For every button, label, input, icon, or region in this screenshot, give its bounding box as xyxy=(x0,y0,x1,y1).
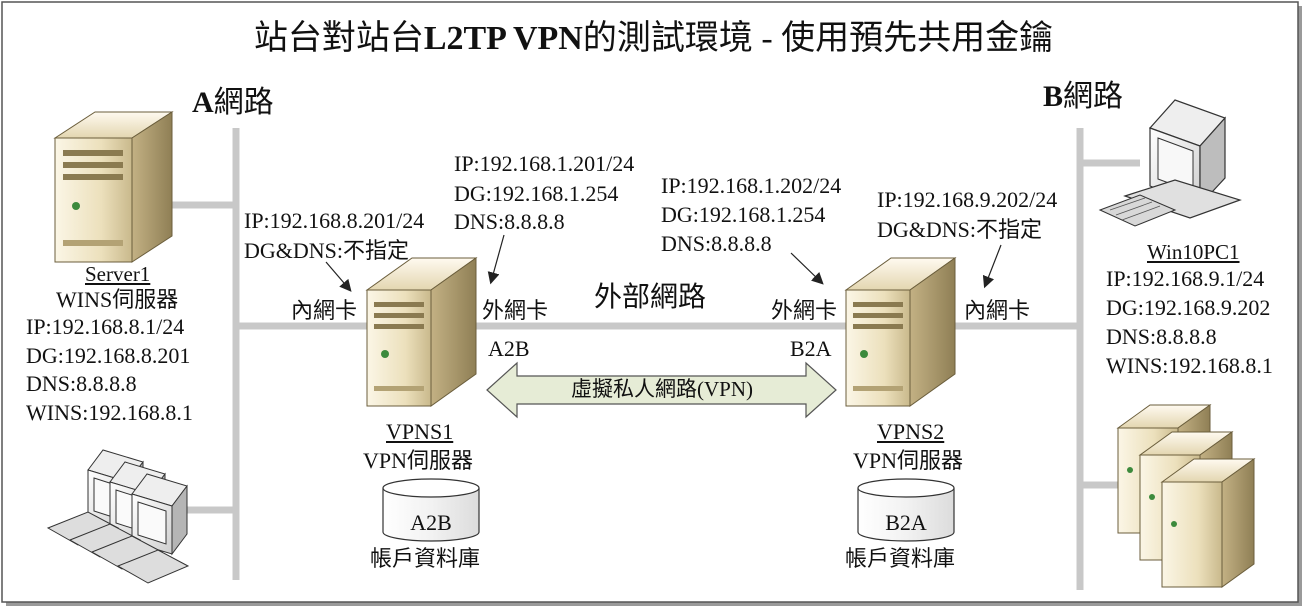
win10pc1-dg: DG:192.168.9.202 xyxy=(1106,295,1271,320)
vpns2-internal-dgdns: DG&DNS:不指定 xyxy=(877,217,1043,242)
vpns2-internal-nic: 內網卡 xyxy=(964,298,1031,323)
vpns1-external-dg: DG:192.168.1.254 xyxy=(454,181,619,206)
win10pc1-name: Win10PC1 xyxy=(1147,240,1240,264)
network-lines xyxy=(172,128,1140,590)
server1-tower-icon xyxy=(53,111,174,263)
vpn-tunnel-arrow xyxy=(486,361,837,419)
network-b-servers-icon xyxy=(1116,404,1256,588)
arrow-vpns1-external xyxy=(487,234,505,285)
vpns1-name: VPNS1 xyxy=(386,419,454,444)
vpns2-db-label: B2A xyxy=(885,510,927,535)
vpns2-external-dg: DG:192.168.1.254 xyxy=(661,202,826,227)
server1-dg: DG:192.168.8.201 xyxy=(26,343,191,368)
arrow-vpns2-internal xyxy=(982,244,1002,289)
vpns1-internal-dgdns: DG&DNS:不指定 xyxy=(244,238,410,263)
vpns2-role: VPN伺服器 xyxy=(853,448,964,473)
title-prefix: 站台對站台 xyxy=(253,20,424,57)
vpns2-name: VPNS2 xyxy=(877,419,945,444)
title-bold: L2TP VPN xyxy=(423,20,583,57)
server1-ip: IP:192.168.8.1/24 xyxy=(26,314,185,339)
vpns1-role: VPN伺服器 xyxy=(363,448,474,473)
title-suffix: 的測試環境 - 使用預先共用金鑰 xyxy=(582,20,1054,57)
vpns2-external-nic: 外網卡 xyxy=(771,298,838,323)
vpns1-internal-nic: 內網卡 xyxy=(291,298,358,323)
b2a-database-icon xyxy=(857,478,955,542)
vpns1-interface-name: A2B xyxy=(488,336,530,361)
arrow-vpns1-internal xyxy=(325,261,352,292)
vpns1-external-ip: IP:192.168.1.201/24 xyxy=(454,151,635,176)
vpns1-external-dns: DNS:8.8.8.8 xyxy=(454,209,565,234)
external-network-label: 外部網路 xyxy=(594,282,707,313)
server1-dns: DNS:8.8.8.8 xyxy=(26,371,137,396)
win10pc1-computer-icon xyxy=(1098,99,1242,227)
win10pc1-ip: IP:192.168.9.1/24 xyxy=(1106,266,1265,291)
a2b-database-icon xyxy=(382,478,480,542)
vpns2-internal-ip: IP:192.168.9.202/24 xyxy=(877,187,1058,212)
vpns1-db-caption: 帳戶資料庫 xyxy=(370,546,481,571)
vpns1-external-nic: 外網卡 xyxy=(482,298,549,323)
arrow-vpns2-external xyxy=(790,252,824,285)
vpns2-external-dns: DNS:8.8.8.8 xyxy=(661,231,772,256)
vpn-tunnel-label: 虛擬私人網路(VPN) xyxy=(571,377,753,401)
vpns2-db-caption: 帳戶資料庫 xyxy=(845,546,956,571)
pointer-arrows xyxy=(325,234,1002,292)
vpns1-internal-ip: IP:192.168.8.201/24 xyxy=(244,208,425,233)
network-a-computers-icon xyxy=(46,449,190,584)
vpns2-interface-name: B2A xyxy=(790,336,832,361)
diagram-title: 站台對站台L2TP VPN的測試環境 - 使用預先共用金鑰 xyxy=(0,22,1307,56)
network-a-label: A網路 xyxy=(192,86,274,119)
server1-role: WINS伺服器 xyxy=(56,287,179,312)
network-b-label: B網路 xyxy=(1043,80,1124,113)
vpns1-tower-icon xyxy=(365,257,478,407)
win10pc1-dns: DNS:8.8.8.8 xyxy=(1106,324,1217,349)
vpns2-tower-icon xyxy=(844,257,957,407)
vpns2-external-ip: IP:192.168.1.202/24 xyxy=(661,173,842,198)
vpns1-db-label: A2B xyxy=(410,510,452,535)
server1-name: Server1 xyxy=(85,262,151,286)
server1-wins: WINS:192.168.8.1 xyxy=(26,400,193,425)
win10pc1-wins: WINS:192.168.8.1 xyxy=(1106,353,1273,378)
